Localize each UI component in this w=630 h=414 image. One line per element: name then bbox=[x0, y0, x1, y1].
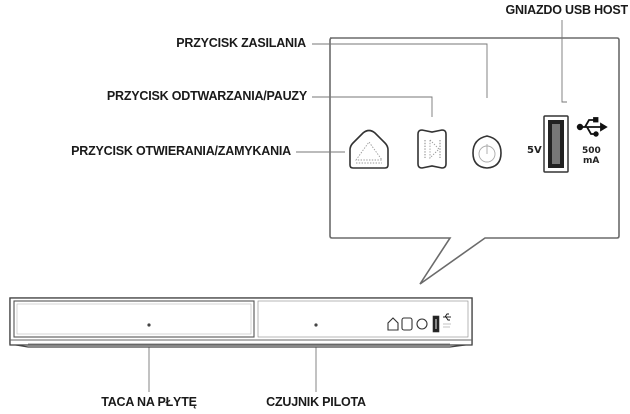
label-open-close-button: PRZYCISK OTWIERANIA/ZAMYKANIA bbox=[71, 144, 291, 158]
label-remote-sensor: CZUJNIK PILOTA bbox=[266, 395, 366, 409]
usb-port[interactable] bbox=[543, 115, 569, 173]
label-play-pause-button: PRZYCISK ODTWARZANIA/PAUZY bbox=[107, 89, 308, 103]
usb-voltage-label: 5V bbox=[527, 145, 542, 156]
small-play-pause-icon[interactable] bbox=[401, 317, 413, 331]
remote-sensor bbox=[314, 323, 318, 327]
leader-play-pause bbox=[312, 96, 433, 117]
small-power-icon[interactable] bbox=[416, 318, 428, 330]
label-usb-host: GNIAZDO USB HOST bbox=[506, 3, 629, 17]
label-power-button: PRZYCISK ZASILANIA bbox=[176, 36, 306, 50]
leader-usb bbox=[561, 20, 567, 103]
eject-icon[interactable] bbox=[349, 129, 389, 169]
usb-symbol-icon bbox=[576, 117, 608, 137]
disc-tray[interactable] bbox=[13, 300, 255, 338]
small-eject-icon[interactable] bbox=[387, 317, 399, 331]
label-disc-tray: TACA NA PŁYTĘ bbox=[101, 395, 197, 409]
play-pause-icon[interactable] bbox=[417, 129, 447, 169]
power-icon[interactable] bbox=[472, 135, 502, 169]
small-usb-symbol-icon bbox=[443, 313, 451, 328]
usb-current-value: 500 bbox=[582, 146, 601, 156]
disc-tray-marker bbox=[147, 323, 151, 327]
usb-current-unit: mA bbox=[583, 156, 599, 166]
small-usb-port[interactable] bbox=[432, 315, 440, 333]
leader-power bbox=[312, 43, 488, 98]
